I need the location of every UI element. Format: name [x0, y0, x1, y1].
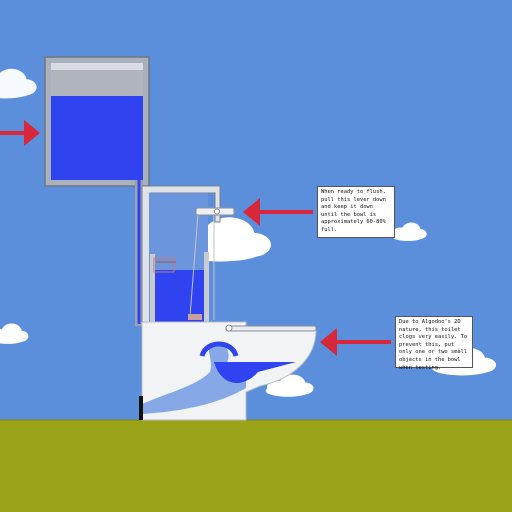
reservoir-tank[interactable]	[44, 56, 150, 187]
flush-instruction-note: When ready to flush, pull this lever dow…	[317, 186, 395, 238]
lever-icon[interactable]	[195, 207, 235, 216]
toilet-bowl[interactable]	[141, 321, 317, 421]
anchor-post	[139, 396, 143, 420]
bowl-water	[214, 362, 296, 383]
arrow-right-icon	[0, 120, 40, 146]
flapper	[188, 314, 202, 320]
supply-pipe	[135, 180, 143, 326]
clog-warning-note: Due to Algodoo's 2D nature, this toilet …	[395, 316, 473, 371]
toilet-seat[interactable]	[225, 325, 317, 332]
arrow-left-icon	[243, 198, 313, 226]
float-valve[interactable]	[153, 257, 175, 273]
ground	[0, 420, 512, 512]
arrow-left-icon	[320, 328, 391, 356]
reservoir-water	[51, 96, 143, 180]
